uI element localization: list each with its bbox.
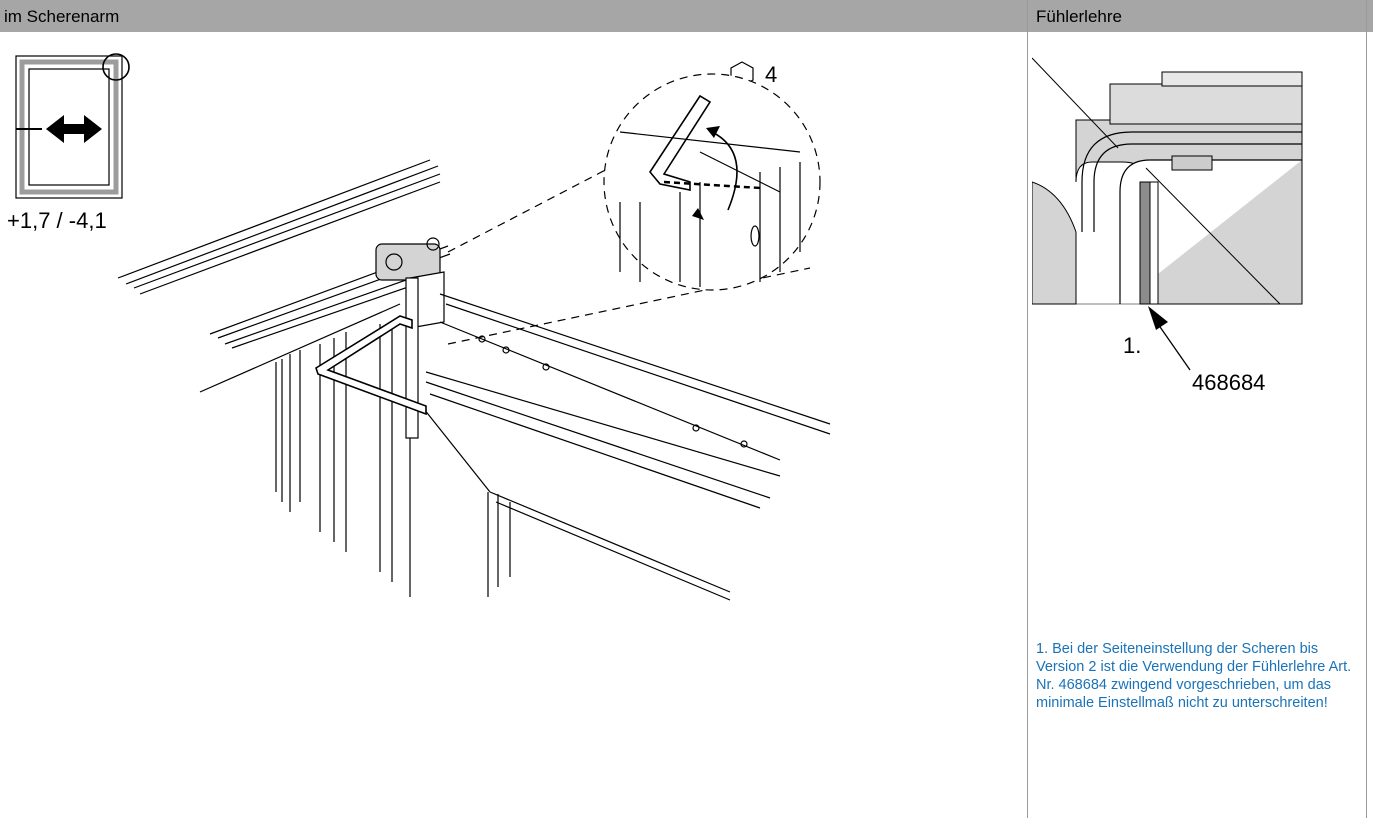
- right-border: [1366, 0, 1367, 818]
- window-frame-icon: [15, 53, 130, 199]
- magnified-detail: [619, 94, 801, 287]
- part-number: 468684: [1192, 370, 1266, 395]
- step-number: 1.: [1123, 333, 1142, 358]
- hex-key-size: 4: [765, 62, 778, 87]
- adjustment-range: +1,7 / -4,1: [7, 208, 107, 233]
- hex-key-icon: [315, 315, 427, 416]
- section-title-feeler-gauge: Fühlerlehre: [1036, 7, 1122, 26]
- header-bar: [0, 0, 1373, 32]
- column-divider: [1027, 0, 1028, 818]
- instruction-note: 1. Bei der Seiteneinstellung der Sche­re…: [1036, 641, 1352, 711]
- rotation-arrows-icon: [692, 126, 738, 220]
- feeler-gauge-illustration: [1032, 32, 1303, 371]
- scissor-arm-illustration: [15, 53, 831, 601]
- horizontal-double-arrow-icon: [46, 115, 102, 143]
- section-title-scissor-arm: im Scherenarm: [4, 7, 120, 26]
